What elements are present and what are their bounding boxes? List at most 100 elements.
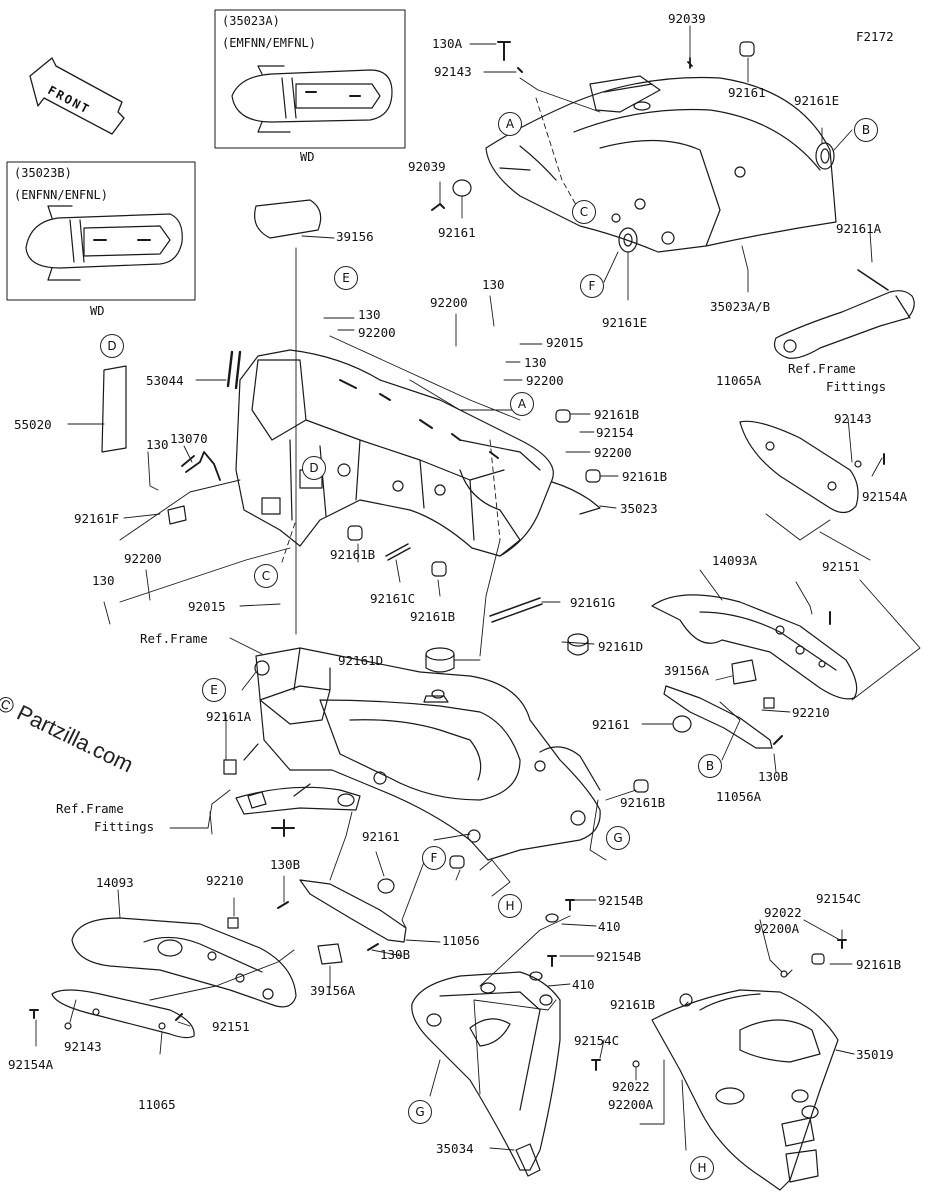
bushing-92161-left: [452, 179, 472, 197]
bushing-92161b-a: [347, 525, 363, 541]
part-label: 92143: [64, 1039, 102, 1054]
part-label: 92161: [362, 829, 400, 844]
part-label: 55020: [14, 417, 52, 432]
part-label: 92161A: [206, 709, 252, 724]
callout-circle: G: [606, 826, 630, 850]
bushing-92161b-d: [585, 469, 601, 483]
leader-lines: [35, 25, 921, 1151]
part-label: 130A: [432, 36, 463, 51]
nut-92210-right: [763, 697, 775, 709]
part-label: 11056: [442, 933, 480, 948]
ref-label: Ref.Frame: [56, 801, 124, 816]
part-label: 92161C: [370, 591, 416, 606]
part-label: 130: [358, 307, 381, 322]
bar-92161g: [489, 597, 543, 623]
callout-circle: B: [854, 118, 878, 142]
part-label: 92143: [834, 411, 872, 426]
part-label: 14093: [96, 875, 134, 890]
part-label: 92154B: [598, 893, 644, 908]
inset-a-models: (EMFNN/EMFNL): [222, 36, 316, 50]
rear-fender-top: [485, 75, 837, 253]
part-label: 130B: [270, 857, 301, 872]
ref-label: Ref.Frame: [140, 631, 208, 646]
bushing-92161b-g: [679, 993, 693, 1007]
bushing-92161b-b: [431, 561, 447, 577]
inset-a-code: (35023A): [222, 14, 280, 28]
bushing-92161b-h: [811, 953, 825, 965]
part-label: 39156A: [310, 983, 356, 998]
part-label: 92161B: [610, 997, 656, 1012]
ref-label: Fittings: [826, 379, 887, 394]
side-cover-11065a: [739, 420, 885, 514]
dash-guides: [281, 97, 581, 563]
pad-39156: [254, 199, 322, 239]
bushing-92161-right: [672, 715, 692, 733]
part-label: 92015: [546, 335, 584, 350]
part-label: 92154: [596, 425, 634, 440]
front-arrow-shape: [29, 57, 125, 135]
label-55020: [101, 365, 127, 453]
bracket-11056a: [663, 685, 773, 749]
part-label: 92200: [594, 445, 632, 460]
part-label: 35023A/B: [710, 299, 771, 314]
part-label: 92039: [668, 11, 706, 26]
bolt-130a: [497, 41, 511, 61]
part-label: 92022: [764, 905, 802, 920]
part-label: 92200: [358, 325, 396, 340]
side-cover-14093a: [651, 594, 858, 700]
bushing-92161b-e: [633, 779, 649, 793]
damper-92161f: [167, 505, 187, 525]
callout-circle: E: [334, 266, 358, 290]
part-label: 39156: [336, 229, 374, 244]
callout-circle: E: [202, 678, 226, 702]
inset-box-top: [214, 9, 406, 149]
part-label: 92200: [124, 551, 162, 566]
callout-circle: A: [498, 112, 522, 136]
part-label: 130: [92, 573, 115, 588]
grommet-92161e-a: [815, 142, 835, 170]
part-label: 92200: [526, 373, 564, 388]
bracket-11056: [299, 879, 407, 943]
part-label: 92015: [188, 599, 226, 614]
part-label: 92210: [792, 705, 830, 720]
part-label: 92151: [822, 559, 860, 574]
inset-fender-a: [231, 65, 393, 133]
part-label: 92200: [430, 295, 468, 310]
part-label: 11065: [138, 1097, 176, 1112]
callout-circle: F: [580, 274, 604, 298]
washer-410-b: [529, 971, 543, 981]
part-label: 130B: [758, 769, 789, 784]
callout-circle: H: [690, 1156, 714, 1180]
part-label: 130: [146, 437, 169, 452]
inset-a-caption: WD: [300, 150, 315, 164]
part-label: 11056A: [716, 789, 762, 804]
ref-label: Ref.Frame: [788, 361, 856, 376]
bushing-92161b-f: [449, 855, 465, 869]
callout-circle: D: [302, 456, 326, 480]
inset-fender-b: [25, 205, 183, 281]
part-label: 92161B: [410, 609, 456, 624]
part-label: 92143: [434, 64, 472, 79]
part-label: 92161: [728, 85, 766, 100]
part-label: 14093A: [712, 553, 758, 568]
strap-53044: [226, 350, 242, 390]
part-label: 92161F: [74, 511, 120, 526]
part-label: 92161B: [330, 547, 376, 562]
mud-flap-35034: [411, 971, 561, 1177]
part-label: 92154C: [816, 891, 862, 906]
ref-label: Fittings: [94, 819, 155, 834]
part-label: 35034: [436, 1141, 474, 1156]
part-label: 35023: [620, 501, 658, 516]
part-label: 410: [598, 919, 621, 934]
inset-b-models: (ENFNN/ENFNL): [14, 188, 108, 202]
part-label: 92154A: [8, 1057, 54, 1072]
inset-b-code: (35023B): [14, 166, 72, 180]
bushing-92161b-c: [555, 409, 571, 423]
callout-circle: A: [510, 392, 534, 416]
callout-circle: F: [422, 846, 446, 870]
part-label: 92154B: [596, 949, 642, 964]
part-label: 92161B: [620, 795, 666, 810]
part-label: 92161: [592, 717, 630, 732]
